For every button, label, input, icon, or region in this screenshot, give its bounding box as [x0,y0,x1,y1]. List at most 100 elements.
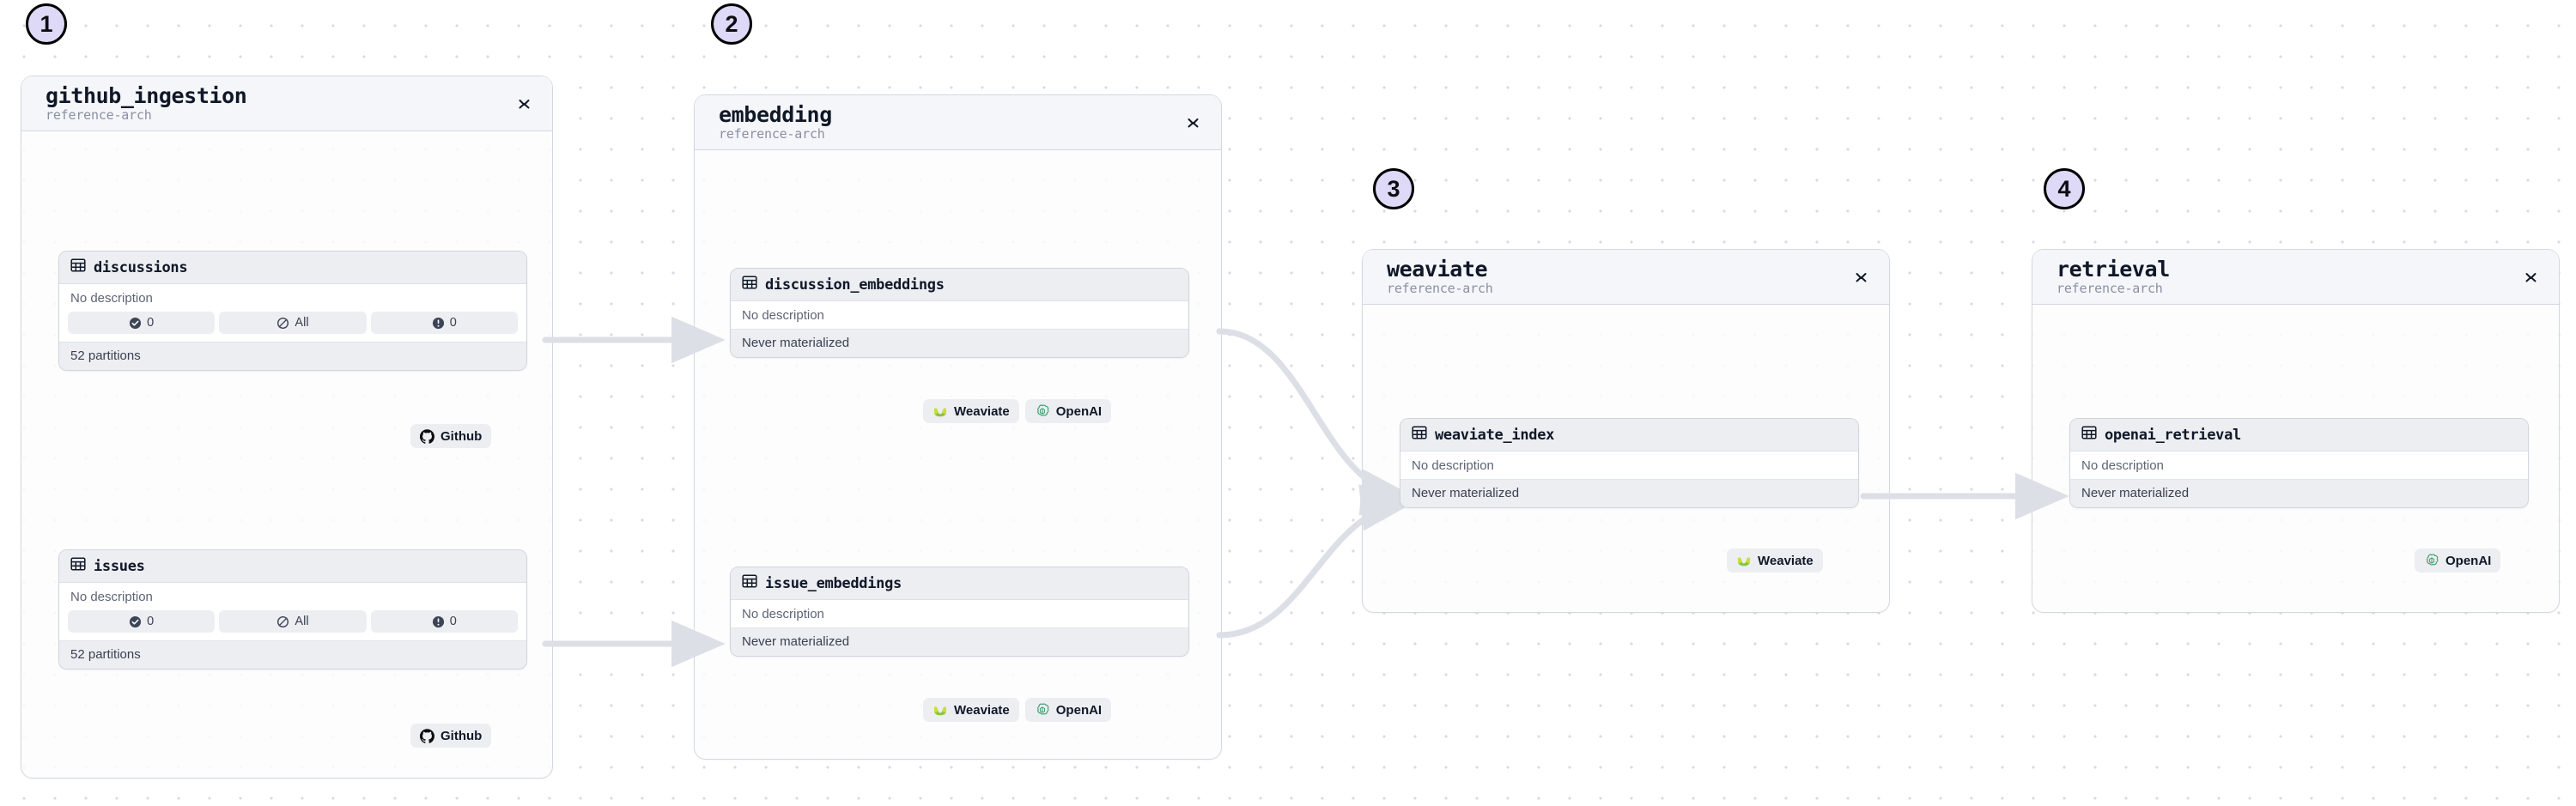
asset-materialization-status: Never materialized [1400,479,1858,507]
table-icon [70,556,86,576]
tag-label: Weaviate [954,702,1010,718]
group-title-block: embedding reference-arch [719,103,832,141]
asset-header[interactable]: discussions [59,251,526,284]
exclamation-circle-icon [432,615,445,628]
slash-circle-icon [276,615,289,628]
asset-node-issues[interactable]: issues No description 0 [58,549,527,670]
asset-description: No description [731,301,1188,329]
asset-name: issues [94,557,145,575]
openai-icon [2424,553,2439,568]
tag-label: Weaviate [1758,553,1814,568]
tag-openai[interactable]: OpenAI [1024,698,1112,722]
weaviate-icon [1736,553,1752,568]
asset-description: No description [2070,451,2528,479]
tag-label: OpenAI [1055,403,1103,419]
tag-openai[interactable]: OpenAI [2415,548,2501,573]
tag-weaviate[interactable]: Weaviate [1727,548,1823,573]
asset-node-discussions[interactable]: discussions No description 0 [58,251,527,371]
tag-row-discussion-embeddings: Weaviate OpenAI [923,399,1112,423]
asset-header[interactable]: issue_embeddings [731,567,1188,600]
table-icon [70,258,86,277]
group-embedding[interactable]: embedding reference-arch [694,94,1222,760]
tag-label: Github [440,428,483,444]
pill-label: 0 [449,615,457,628]
check-circle-icon [129,317,142,330]
step-badge-3: 3 [1373,168,1414,209]
tag-weaviate[interactable]: Weaviate [923,698,1019,722]
check-circle-icon [129,615,142,628]
group-title-block: github_ingestion reference-arch [46,83,247,124]
tag-github[interactable]: Github [410,724,492,748]
asset-name: weaviate_index [1435,426,1555,444]
pill-failed[interactable]: 0 [370,312,518,334]
group-title: github_ingestion [46,83,247,109]
tag-row-issues: Github [410,724,492,748]
asset-description: No description [731,600,1188,627]
group-title: embedding [719,102,832,128]
asset-name: discussion_embeddings [765,276,945,294]
exclamation-circle-icon [432,317,445,330]
asset-status-pills: 0 All 0 [59,610,526,640]
pill-label: 0 [147,615,155,628]
asset-name: openai_retrieval [2105,426,2241,444]
asset-description: No description [59,583,526,610]
tag-row-weaviate-index: Weaviate [1727,548,1823,573]
group-header-retrieval[interactable]: retrieval reference-arch [2032,250,2559,305]
pill-materializations[interactable]: 0 [68,312,216,334]
group-subtitle: reference-arch [2057,281,2163,297]
asset-header[interactable]: discussion_embeddings [731,269,1188,301]
chevron-expand-icon[interactable] [513,91,535,117]
github-icon [420,428,434,444]
tag-github[interactable]: Github [410,424,492,448]
asset-partitions: 52 partitions [59,342,526,370]
group-subtitle: reference-arch [719,126,825,142]
asset-header[interactable]: issues [59,550,526,583]
group-subtitle: reference-arch [1387,281,1493,297]
slash-circle-icon [276,317,289,330]
pill-label: All [295,615,309,628]
github-icon [420,728,434,743]
tag-label: Weaviate [954,403,1010,419]
asset-header[interactable]: weaviate_index [1400,419,1858,451]
group-title: weaviate [1387,257,1488,282]
pill-label: 0 [147,316,155,330]
asset-materialization-status: Never materialized [2070,479,2528,507]
group-header-github-ingestion[interactable]: github_ingestion reference-arch [21,76,552,131]
pill-label: 0 [449,316,457,330]
tag-weaviate[interactable]: Weaviate [923,399,1019,423]
weaviate-icon [933,403,948,419]
group-title-block: weaviate reference-arch [1387,258,1493,295]
asset-description: No description [1400,451,1858,479]
group-header-embedding[interactable]: embedding reference-arch [695,95,1221,150]
pill-missing[interactable]: All [219,312,367,334]
asset-materialization-status: Never materialized [731,329,1188,357]
asset-node-issue-embeddings[interactable]: issue_embeddings No description Never ma… [730,567,1189,657]
group-header-weaviate[interactable]: weaviate reference-arch [1363,250,1889,305]
table-icon [742,573,757,593]
asset-node-openai-retrieval[interactable]: openai_retrieval No description Never ma… [2069,418,2529,508]
chevron-expand-icon[interactable] [2519,264,2542,290]
asset-materialization-status: Never materialized [731,627,1188,656]
group-title-block: retrieval reference-arch [2057,258,2170,295]
step-badge-2: 2 [711,3,752,45]
pill-failed[interactable]: 0 [370,610,518,633]
tag-openai[interactable]: OpenAI [1024,399,1112,423]
asset-header[interactable]: openai_retrieval [2070,419,2528,451]
chevron-expand-icon[interactable] [1182,110,1204,136]
chevron-expand-icon[interactable] [1850,264,1872,290]
openai-icon [1035,702,1050,718]
table-icon [2081,425,2097,445]
tag-row-discussions: Github [410,424,492,448]
pill-materializations[interactable]: 0 [68,610,216,633]
step-badge-1: 1 [26,3,67,45]
table-icon [742,275,757,294]
pill-missing[interactable]: All [219,610,367,633]
group-subtitle: reference-arch [46,107,152,124]
asset-status-pills: 0 All 0 [59,312,526,342]
asset-description: No description [59,284,526,312]
tag-label: OpenAI [1055,702,1103,718]
weaviate-icon [933,702,948,718]
asset-node-discussion-embeddings[interactable]: discussion_embeddings No description Nev… [730,268,1189,358]
asset-node-weaviate-index[interactable]: weaviate_index No description Never mate… [1400,418,1859,508]
